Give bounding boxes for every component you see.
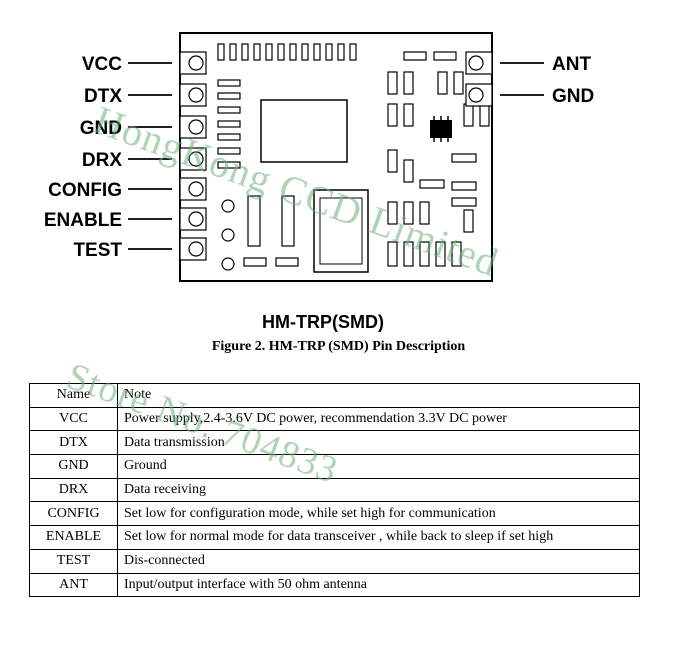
right-leader-lines <box>500 62 544 96</box>
row-name: DTX <box>29 430 118 456</box>
module-title: HM-TRP(SMD) <box>262 312 384 332</box>
pin-label-vcc: VCC <box>82 54 122 75</box>
table-row: DRX Data receiving <box>29 477 640 503</box>
table-row: DTX Data transmission <box>29 430 640 456</box>
module-diagram: VCC DTX GND DRX CONFIG ENABLE TEST ANT G… <box>44 32 594 332</box>
passive-components <box>243 51 490 267</box>
main-chip <box>260 99 348 163</box>
table-row: TEST Dis-connected <box>29 548 640 574</box>
row-note: Data transmission <box>117 430 640 456</box>
row-note: Power supply,2.4-3.6V DC power, recommen… <box>117 406 640 432</box>
table-row: ANT Input/output interface with 50 ohm a… <box>29 572 640 598</box>
row-name: TEST <box>29 548 118 574</box>
table-row: ENABLE Set low for normal mode for data … <box>29 525 640 550</box>
right-pin-pads <box>465 51 493 107</box>
pin-label-dtx: DTX <box>84 86 122 107</box>
header-note: Note <box>117 383 640 408</box>
pin-label-test: TEST <box>73 240 122 261</box>
row-name: ENABLE <box>29 525 118 550</box>
left-leader-lines <box>128 62 172 250</box>
table-header-row: Name Note <box>29 383 640 408</box>
pin-label-gnd-right: GND <box>552 86 594 107</box>
row-note: Set low for configuration mode, while se… <box>117 501 640 527</box>
pin-label-drx: DRX <box>82 150 122 171</box>
row-note: Input/output interface with 50 ohm anten… <box>117 572 640 598</box>
pin-label-config: CONFIG <box>48 180 122 201</box>
top-pad-strip <box>217 43 357 61</box>
left-pad-column <box>217 79 241 169</box>
pin-label-ant: ANT <box>552 54 591 75</box>
row-name: GND <box>29 454 118 479</box>
row-name: CONFIG <box>29 501 118 527</box>
row-note: Ground <box>117 454 640 479</box>
crystal <box>313 189 369 273</box>
header-name: Name <box>29 383 118 408</box>
row-name: DRX <box>29 477 118 503</box>
figure-caption: Figure 2. HM-TRP (SMD) Pin Description <box>211 339 466 354</box>
row-note: Set low for normal mode for data transce… <box>117 525 640 550</box>
row-note: Dis-connected <box>117 548 640 574</box>
pin-description-table: Name Note VCC Power supply,2.4-3.6V DC p… <box>29 383 640 598</box>
table-row: CONFIG Set low for configuration mode, w… <box>29 501 640 527</box>
table-row: VCC Power supply,2.4-3.6V DC power, reco… <box>29 406 640 432</box>
pin-label-gnd: GND <box>80 118 122 139</box>
table-row: GND Ground <box>29 454 640 479</box>
vias <box>221 199 235 271</box>
row-note: Data receiving <box>117 477 640 503</box>
small-ic <box>430 120 452 138</box>
row-name: ANT <box>29 572 118 598</box>
row-name: VCC <box>29 406 118 432</box>
pin-label-enable: ENABLE <box>44 210 122 231</box>
left-pin-pads <box>179 51 207 261</box>
